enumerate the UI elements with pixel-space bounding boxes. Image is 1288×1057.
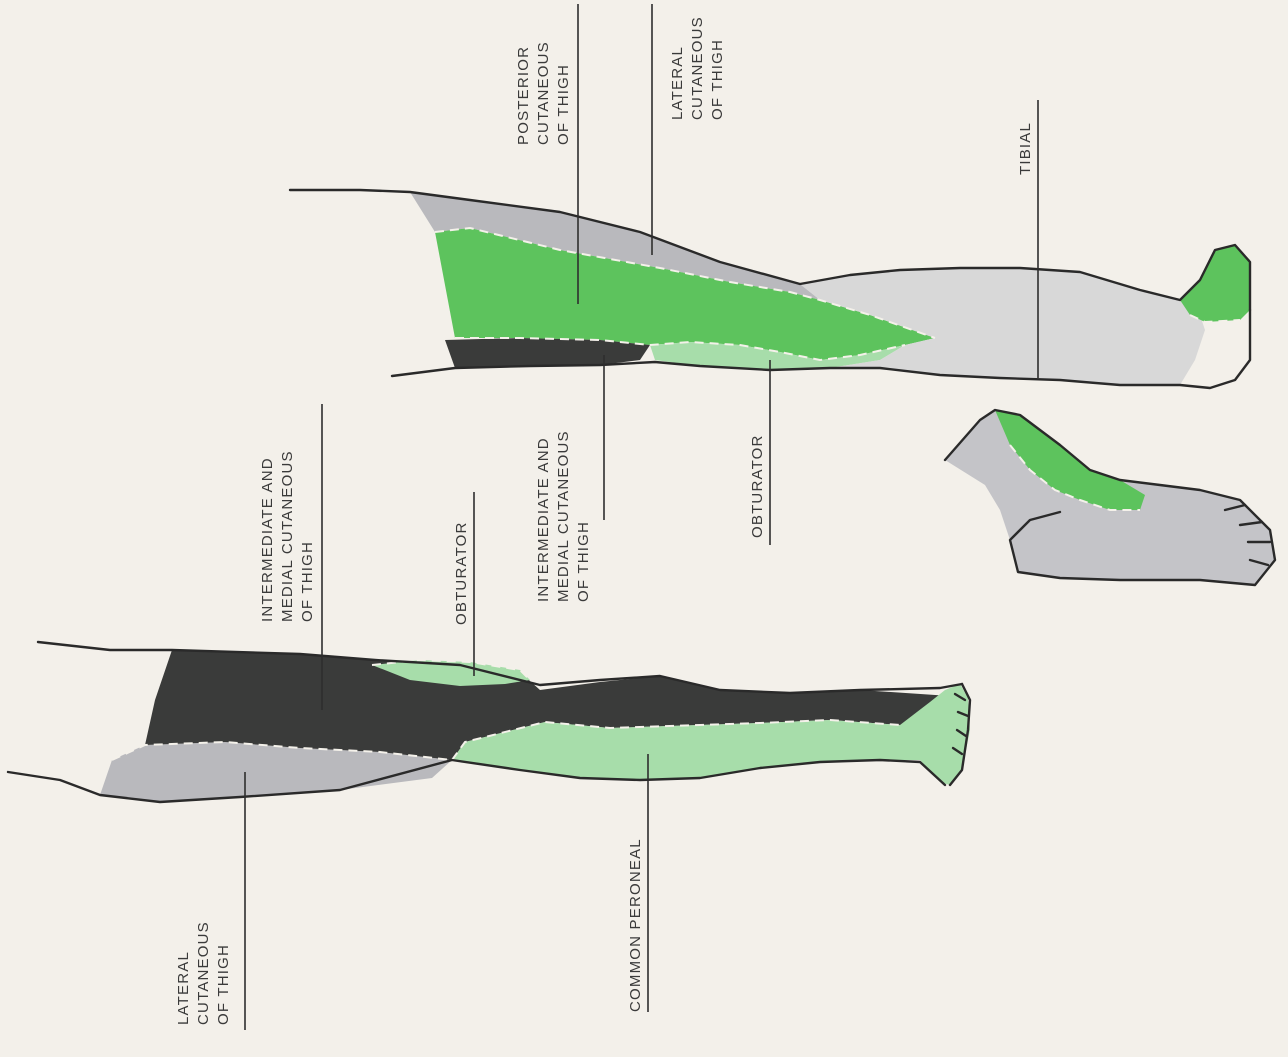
- label-line: COMMON PERONEAL: [627, 838, 644, 1012]
- label-line: INTERMEDIATE AND: [259, 457, 276, 622]
- label-line: CUTANEOUS: [535, 41, 552, 145]
- label-line: OF THIGH: [575, 521, 592, 602]
- label-obturator-top: OBTURATOR: [453, 492, 474, 676]
- label-line: LATERAL: [669, 46, 686, 120]
- label-intermediate-medial-mid: INTERMEDIATE AND MEDIAL CUTANEOUS OF THI…: [535, 355, 604, 602]
- label-lateral-cutaneous-top: LATERAL CUTANEOUS OF THIGH: [652, 4, 726, 255]
- label-line: OF THIGH: [709, 39, 726, 120]
- label-common-peroneal: COMMON PERONEAL: [627, 754, 648, 1012]
- leg-posterior: [290, 190, 1250, 388]
- leg-anterior: [8, 642, 970, 802]
- label-obturator-mid: OBTURATOR: [749, 360, 770, 545]
- label-line: TIBIAL: [1017, 122, 1034, 175]
- label-line: MEDIAL CUTANEOUS: [555, 430, 572, 602]
- label-lateral-cutaneous-bottom: LATERAL CUTANEOUS OF THIGH: [175, 772, 245, 1030]
- label-line: OF THIGH: [215, 944, 232, 1025]
- region-sural-foot: [1180, 245, 1250, 322]
- label-line: CUTANEOUS: [689, 16, 706, 120]
- label-line: OF THIGH: [555, 64, 572, 145]
- foot-plantar: [945, 410, 1275, 585]
- label-line: POSTERIOR: [515, 46, 532, 145]
- label-line: CUTANEOUS: [195, 921, 212, 1025]
- label-line: INTERMEDIATE AND: [535, 437, 552, 602]
- label-line: MEDIAL CUTANEOUS: [279, 450, 296, 622]
- label-line: OBTURATOR: [453, 521, 470, 625]
- label-line: OBTURATOR: [749, 434, 766, 538]
- label-line: OF THIGH: [299, 541, 316, 622]
- label-line: LATERAL: [175, 951, 192, 1025]
